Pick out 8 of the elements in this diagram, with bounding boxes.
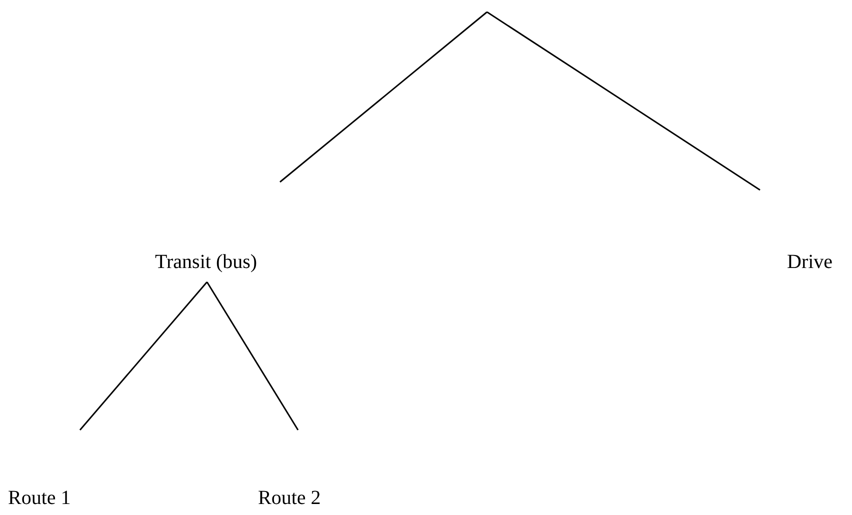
tree-node-label: Transit (bus) (155, 250, 258, 274)
connector-line (280, 11, 488, 183)
connector-line (79, 282, 208, 430)
tree-node-label: Route 2 (258, 486, 321, 510)
tree-node-label: Drive (787, 250, 833, 274)
connector-line (206, 282, 299, 430)
tree-node-label: Route 1 (8, 486, 71, 510)
connector-line (486, 11, 760, 191)
